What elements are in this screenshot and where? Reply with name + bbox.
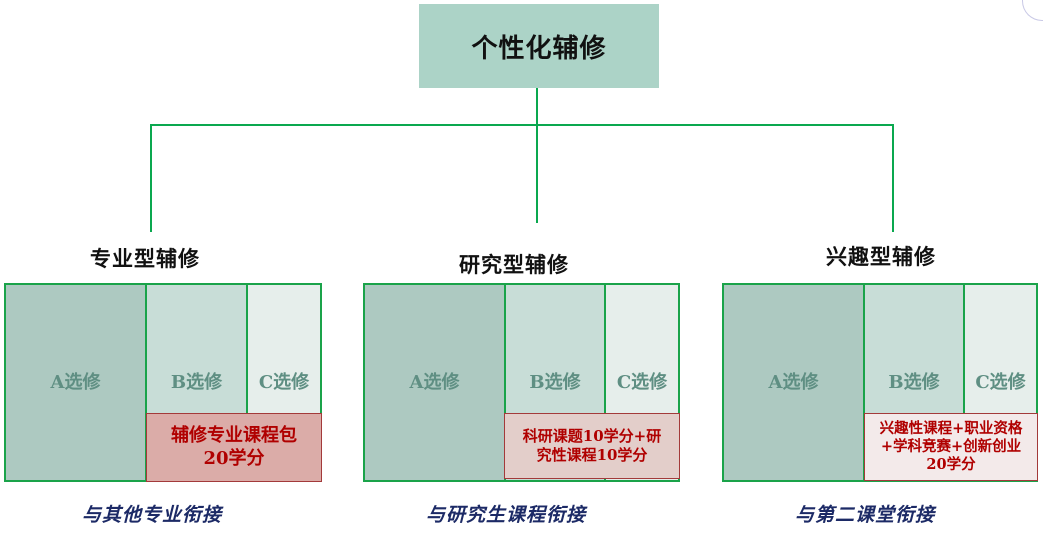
connector-left-drop (150, 124, 152, 232)
elective-column-label: C选修 (975, 371, 1026, 393)
elective-column-label: A选修 (50, 371, 101, 393)
credit-note-text: 兴趣性课程+职业资格+学科竞赛+创新创业20学分 (879, 419, 1023, 474)
branch-title-professional: 专业型辅修 (90, 246, 200, 271)
branch-group-professional: A选修 B选修 C选修 辅修专业课程包20学分 (4, 283, 322, 482)
elective-column-a: A选修 (363, 283, 506, 482)
corner-decoration (1022, 0, 1043, 21)
connector-root-stem (536, 88, 538, 223)
footer-link-research: 与研究生课程衔接 (426, 504, 587, 526)
branch-group-interest: A选修 B选修 C选修 兴趣性课程+职业资格+学科竞赛+创新创业20学分 (722, 283, 1038, 482)
elective-column-label: C选修 (258, 371, 310, 393)
credit-note: 科研课题10学分+研究性课程10学分 (504, 413, 680, 479)
credit-note-text: 辅修专业课程包20学分 (171, 425, 297, 469)
credit-note-text: 科研课题10学分+研究性课程10学分 (522, 427, 662, 464)
footer-link-professional: 与其他专业衔接 (82, 504, 223, 526)
root-node-label: 个性化辅修 (471, 33, 607, 64)
elective-column-label: B选修 (529, 371, 581, 393)
root-node: 个性化辅修 (419, 4, 659, 88)
branch-title-research: 研究型辅修 (459, 252, 569, 277)
elective-column-label: B选修 (170, 371, 223, 393)
credit-note: 辅修专业课程包20学分 (146, 413, 322, 482)
branch-title-interest: 兴趣型辅修 (826, 244, 936, 269)
elective-column-a: A选修 (722, 283, 865, 482)
elective-column-label: A选修 (768, 371, 819, 393)
connector-horizontal-bar (150, 124, 894, 126)
elective-column-label: A选修 (409, 371, 460, 393)
elective-column-label: C选修 (616, 371, 668, 393)
elective-column-label: B选修 (888, 371, 940, 393)
connector-right-drop (892, 124, 894, 232)
elective-column-a: A选修 (4, 283, 147, 482)
credit-note: 兴趣性课程+职业资格+学科竞赛+创新创业20学分 (864, 413, 1038, 481)
footer-link-interest: 与第二课堂衔接 (795, 504, 936, 526)
branch-group-research: A选修 B选修 C选修 科研课题10学分+研究性课程10学分 (363, 283, 680, 482)
